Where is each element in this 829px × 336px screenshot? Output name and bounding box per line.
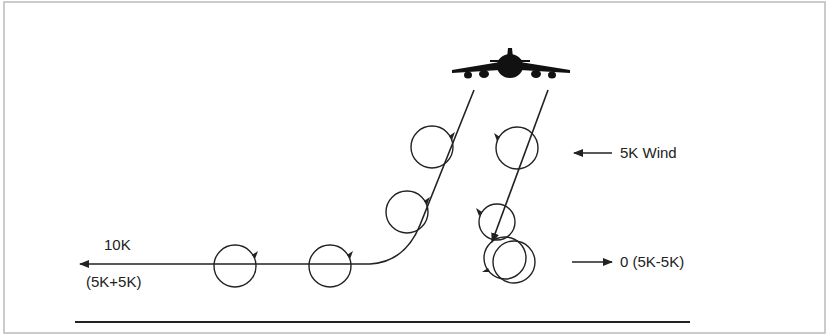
ground-line bbox=[75, 321, 690, 323]
result-arrow bbox=[572, 261, 612, 263]
frame bbox=[4, 2, 825, 333]
vortex-trails bbox=[80, 90, 548, 264]
annotation-label: 5K Wind bbox=[620, 144, 677, 162]
wind-arrow bbox=[574, 152, 612, 154]
annotation-label: 10K bbox=[104, 236, 131, 254]
annotation-label: 0 (5K-5K) bbox=[620, 253, 684, 271]
vortex-circles bbox=[214, 126, 538, 287]
airplane bbox=[452, 48, 570, 79]
annotation-label: (5K+5K) bbox=[86, 273, 141, 291]
rotation-arrows bbox=[252, 132, 500, 272]
